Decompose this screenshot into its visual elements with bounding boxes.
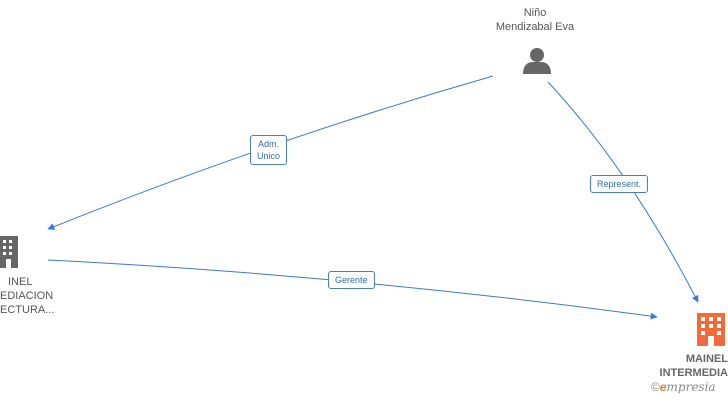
edge-label-adm-line2: Unico (257, 151, 281, 161)
company-left-line1: INEL (8, 276, 33, 288)
company-left-line2: EDIACION (0, 290, 54, 302)
edge-label-represent[interactable]: Represent. (590, 175, 649, 193)
company-right-label[interactable]: MAINEL INTERMEDIA (655, 352, 728, 380)
watermark: ©empresia (651, 380, 716, 394)
company-left-line3: ECTURA... (0, 304, 55, 316)
edge-label-gerente[interactable]: Gerente (328, 271, 375, 289)
company-left-label[interactable]: INEL EDIACION ECTURA... (0, 275, 54, 317)
edge-label-adm-unico[interactable]: Adm. Unico (250, 135, 288, 165)
person-name-line2: Mendizabal Eva (495, 21, 575, 33)
person-node-label[interactable]: Niño Mendizabal Eva (475, 6, 595, 34)
company-right-line2: INTERMEDIA (659, 367, 728, 379)
building-icon-highlight[interactable] (697, 313, 725, 346)
empresia-brand: mpresia (666, 380, 716, 394)
person-name-line1: Niño (523, 7, 547, 19)
copyright-symbol: © (651, 380, 660, 394)
building-icon[interactable] (0, 236, 18, 268)
empresia-logo-mark: e (659, 380, 667, 394)
edge-label-adm-line1: Adm. (258, 139, 280, 149)
company-right-line1: MAINEL (685, 353, 728, 365)
person-icon[interactable] (523, 48, 551, 74)
